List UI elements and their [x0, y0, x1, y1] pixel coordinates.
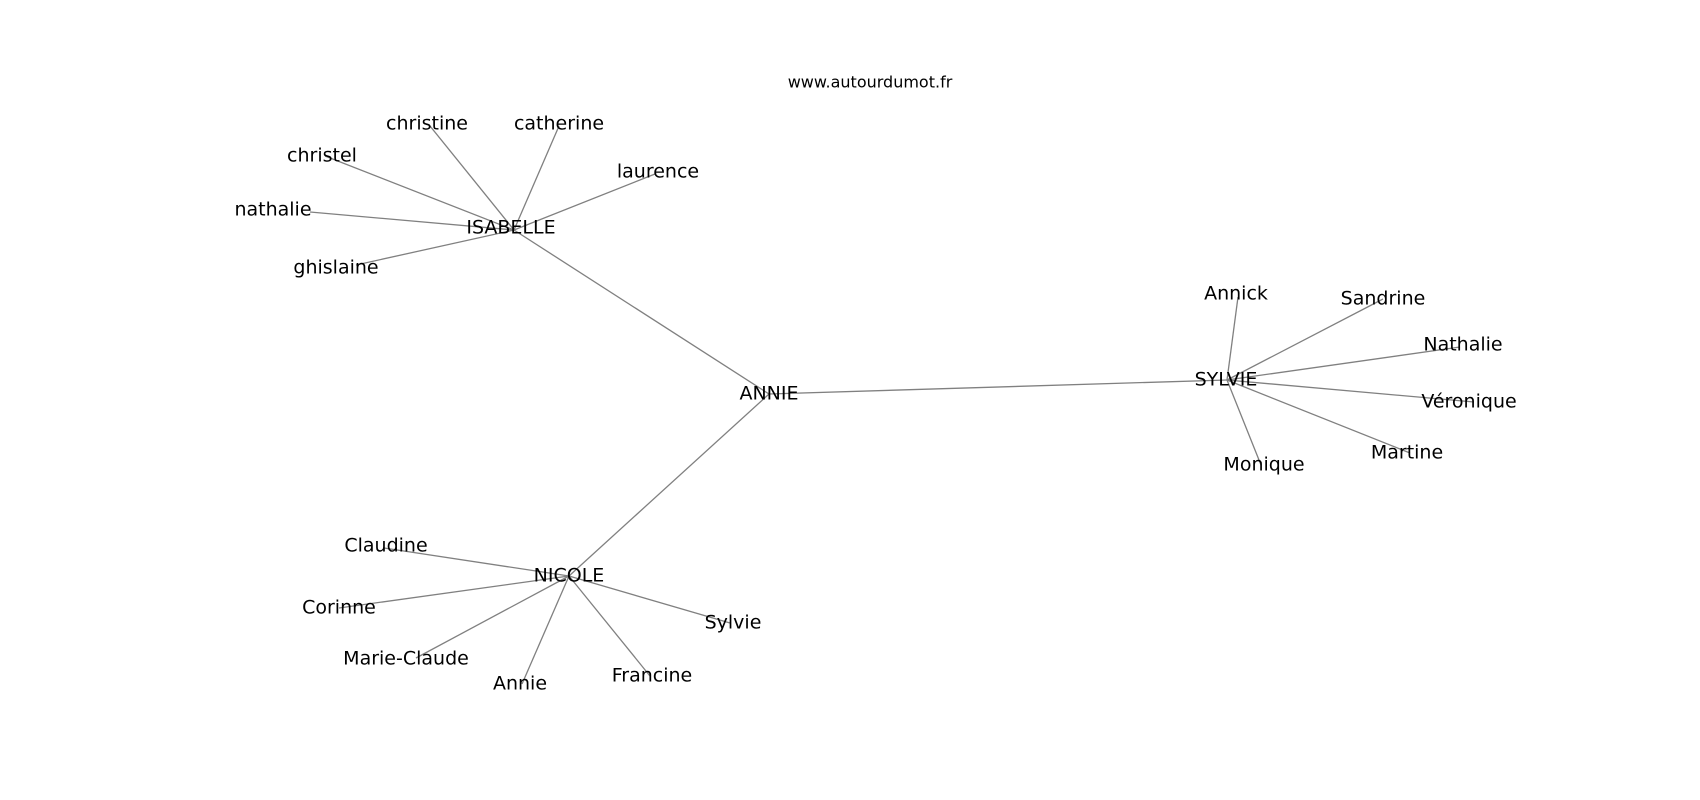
node-label-claudine: Claudine — [344, 535, 427, 557]
edge-christine — [429, 125, 515, 231]
node-label-laurence: laurence — [617, 161, 699, 183]
node-label-annie-center: ANNIE — [739, 383, 798, 405]
edge-claudine — [383, 547, 570, 577]
edge-monique — [1226, 379, 1262, 466]
node-label-christine: christine — [386, 113, 468, 135]
node-label-ghislaine: ghislaine — [293, 257, 378, 279]
node-label-francine: Francine — [612, 665, 693, 687]
edge-nathalie-lc — [309, 211, 515, 231]
node-label-nathalie-lc: nathalie — [234, 199, 311, 221]
edge-annie-leaf — [521, 575, 570, 685]
node-label-sandrine: Sandrine — [1341, 288, 1426, 310]
site-watermark: www.autourdumot.fr — [788, 73, 953, 92]
edge-hub-isabelle — [513, 229, 770, 395]
edge-nathalie-uc — [1226, 346, 1461, 381]
node-label-sylvie-leaf: Sylvie — [705, 612, 762, 634]
node-label-nathalie-uc: Nathalie — [1423, 334, 1502, 356]
node-label-christel: christel — [287, 145, 357, 167]
edge-hub-sylvie-hub — [768, 379, 1228, 395]
node-label-annie-leaf: Annie — [493, 673, 547, 695]
node-label-corinne: Corinne — [302, 597, 376, 619]
edge-martine — [1226, 379, 1411, 454]
edge-hub-nicole — [568, 393, 770, 577]
edge-christel — [324, 155, 515, 231]
node-label-annick: Annick — [1204, 283, 1268, 305]
edge-francine — [568, 575, 651, 677]
node-label-martine: Martine — [1371, 442, 1443, 464]
edge-veronique — [1226, 379, 1475, 403]
node-label-sylvie-hub: SYLVIE — [1195, 369, 1258, 391]
node-label-marie-claude: Marie-Claude — [343, 648, 469, 670]
edge-annick — [1226, 296, 1239, 381]
labels-layer: ANNIE ISABELLE SYLVIE NICOLE christine cather… — [234, 113, 1516, 695]
edge-ghislaine — [355, 229, 515, 266]
edge-marie-claude — [415, 575, 570, 659]
edge-catherine — [513, 125, 560, 231]
node-label-monique: Monique — [1223, 454, 1304, 476]
edge-sylvie-leaf — [568, 575, 731, 624]
edge-laurence — [513, 173, 656, 231]
edge-sandrine — [1226, 298, 1384, 381]
node-label-veronique: Véronique — [1421, 391, 1516, 413]
node-label-isabelle: ISABELLE — [466, 217, 555, 239]
edges-layer — [309, 125, 1475, 685]
node-label-catherine: catherine — [514, 113, 604, 135]
node-label-nicole: NICOLE — [534, 565, 605, 587]
edge-corinne — [338, 575, 570, 609]
